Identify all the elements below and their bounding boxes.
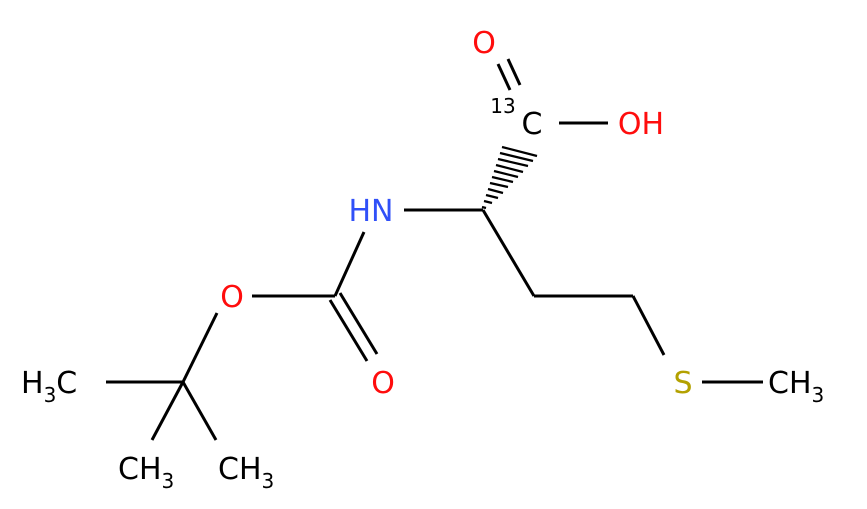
tbu-methyl-bottom-left-label: CH3: [118, 452, 174, 493]
hydroxyl-label: OH: [618, 107, 664, 142]
carbamate-oxygen-label: O: [371, 366, 395, 401]
ester-oxygen-label: O: [220, 280, 244, 315]
bond-carboxyl-double-a: [496, 63, 512, 91]
bond-oester-ctert: [181, 312, 219, 383]
bond-cg-s: [631, 295, 666, 356]
bond-ccarb-double-b: [338, 292, 379, 355]
amine-label: HN: [349, 194, 394, 229]
sulfur-label: S: [673, 366, 692, 401]
bond-ctert-me-br: [181, 381, 218, 441]
bond-carboxyl-double-b: [506, 58, 522, 86]
tbu-methyl-left-label: H3C: [21, 366, 77, 407]
tbu-methyl-bottom-right-label: CH3: [218, 452, 274, 493]
carboxyl-carbon-label: C: [522, 107, 543, 142]
isotope-label: 13: [490, 94, 515, 118]
bond-ccarb-double-a: [328, 299, 369, 362]
bonds: [106, 58, 763, 441]
stereo-hash-wedge: [481, 145, 538, 210]
s-methyl-label: CH3: [768, 366, 824, 407]
bond-ca-cb: [481, 209, 536, 297]
atom-labels: O 13 C OH HN O O S CH3 H3C CH3 CH3: [21, 26, 824, 493]
bond-ctert-me-bl: [150, 381, 185, 441]
carbonyl-oxygen-label: O: [472, 26, 496, 61]
bond-n-ccarb: [333, 231, 366, 297]
